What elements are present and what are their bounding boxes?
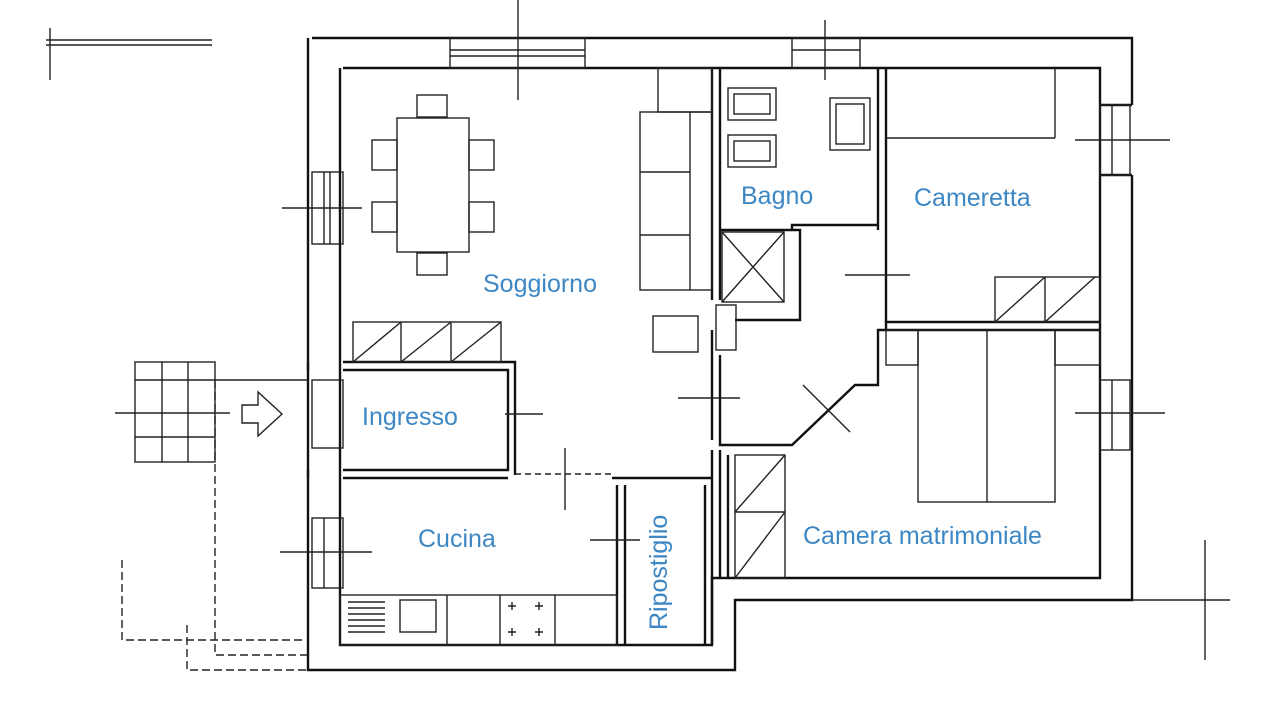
room-label-ingresso: Ingresso (362, 403, 458, 431)
room-label-bagno: Bagno (741, 182, 813, 210)
room-label-cameretta: Cameretta (914, 184, 1031, 212)
entrance-steps (115, 361, 308, 463)
interior-walls (306, 68, 1100, 645)
entrance-arrow-icon (241, 390, 284, 438)
room-label-ripostiglio: Ripostiglio (645, 515, 673, 630)
room-label-cucina: Cucina (418, 525, 496, 553)
room-label-camera-matrimoniale: Camera matrimoniale (803, 522, 1042, 550)
windows (46, 0, 1170, 589)
room-label-soggiorno: Soggiorno (483, 270, 597, 298)
furniture (339, 67, 1230, 660)
doors (121, 274, 910, 671)
